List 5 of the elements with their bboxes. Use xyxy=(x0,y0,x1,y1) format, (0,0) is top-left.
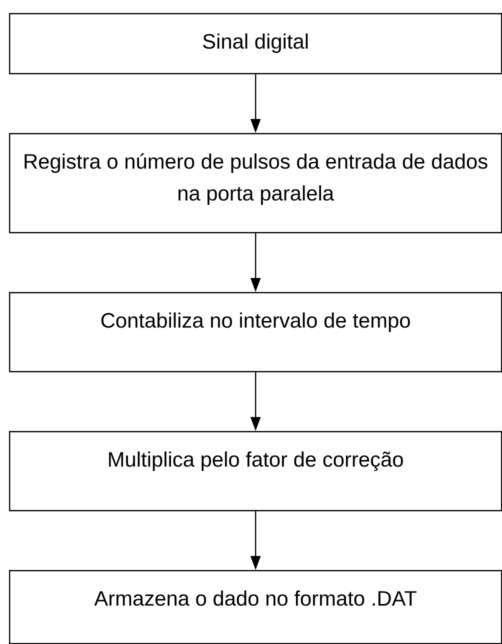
process-box: Sinal digital xyxy=(9,13,502,74)
process-box: Contabiliza no intervalo de tempo xyxy=(9,292,502,372)
process-box: Armazena o dado no formato .DAT xyxy=(9,570,502,644)
process-box: Multiplica pelo fator de correção xyxy=(9,431,502,512)
process-box: Registra o número de pulsos da entrada de dados na porta paralela xyxy=(9,133,502,234)
